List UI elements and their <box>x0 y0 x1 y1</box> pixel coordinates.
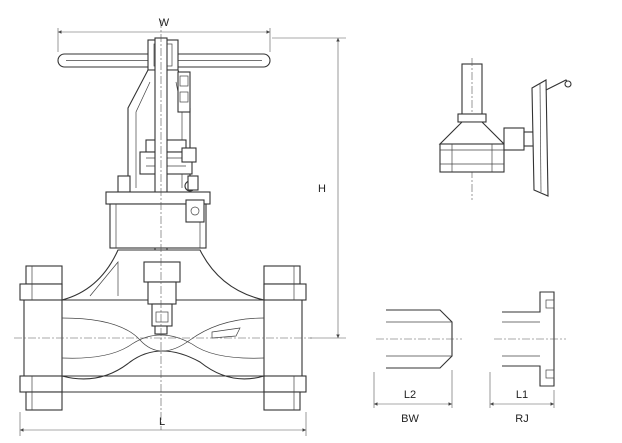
dimension-h: H <box>272 37 346 339</box>
disc <box>143 261 181 327</box>
label-bw: BW <box>401 413 419 425</box>
dimension-w: W <box>57 17 271 52</box>
globe-valve-front-view <box>14 20 312 430</box>
label-l1: L1 <box>516 389 528 401</box>
gear-operator-view <box>438 58 572 200</box>
buttweld-end-view: L2 BW <box>373 309 462 425</box>
ring-joint-end-view: L1 RJ <box>489 291 566 425</box>
dimension-l: L <box>19 412 307 436</box>
label-rj: RJ <box>515 413 528 425</box>
label-l: L <box>159 416 165 428</box>
label-w: W <box>159 17 170 29</box>
bonnet <box>105 191 211 249</box>
left-flange <box>19 265 63 411</box>
label-l2: L2 <box>404 389 416 401</box>
label-h: H <box>318 183 326 195</box>
right-flange <box>263 265 307 411</box>
